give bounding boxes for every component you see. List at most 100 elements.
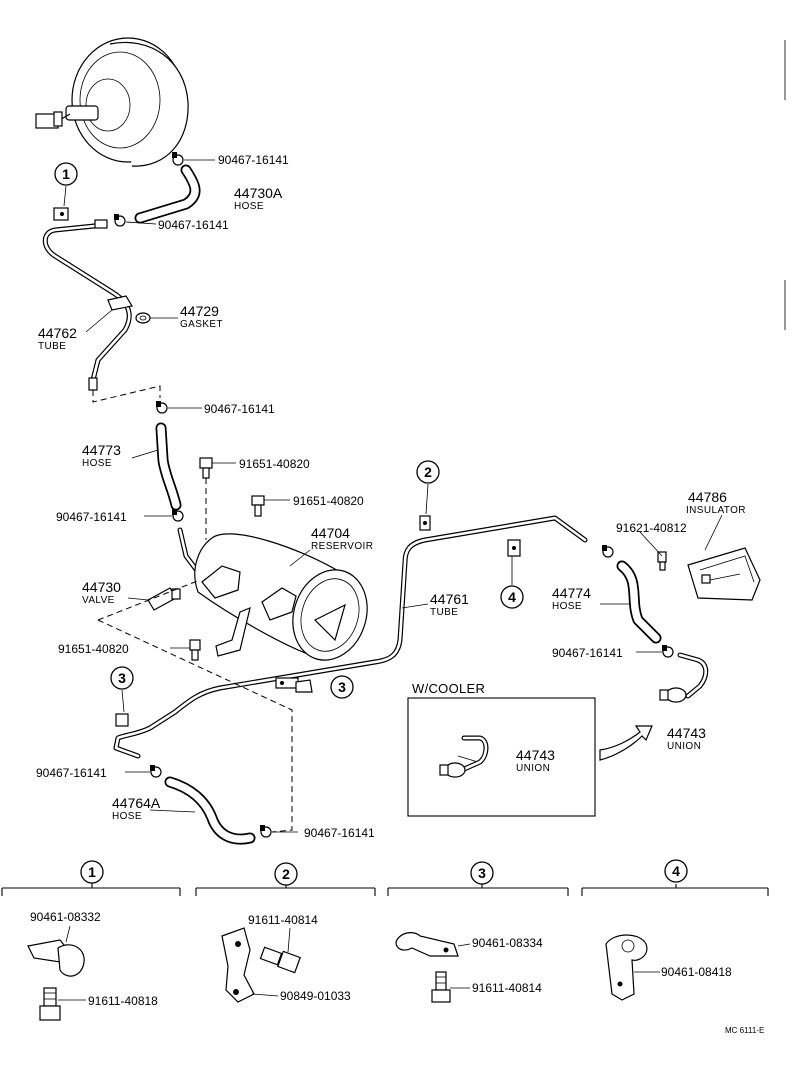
- hose-44773: [155, 422, 182, 511]
- svg-text:1: 1: [62, 166, 70, 182]
- cooler-union-no: 44743: [516, 747, 555, 763]
- detail-4-clamp: [605, 934, 660, 1001]
- clip-icon: [419, 515, 431, 531]
- reservoir-tank: [194, 533, 368, 661]
- label-clamp: 90467-16141: [304, 826, 375, 840]
- detail-3-part-a: 90461-08334: [472, 936, 543, 950]
- tube-clip-icon: [107, 295, 133, 311]
- clamp-icon: [156, 401, 168, 414]
- label-bolt: 91651-40820: [293, 494, 364, 508]
- label-reservoir-name: RESERVOIR: [311, 541, 373, 552]
- bolt-icon: [189, 639, 201, 661]
- dashed-lines: [92, 385, 293, 833]
- detail-3-part-b: 91611-40814: [472, 981, 542, 995]
- clip-icon: [507, 539, 521, 557]
- callout-3: 3: [110, 666, 134, 690]
- label-clamp: 90467-16141: [56, 510, 127, 524]
- svg-text:2: 2: [282, 866, 290, 882]
- label-clamp: 90467-16141: [36, 766, 107, 780]
- label-valve-name: VALVE: [82, 595, 115, 606]
- detail-2-bolt: [259, 927, 301, 974]
- clamp-icon: [172, 509, 184, 522]
- brake-booster: [35, 37, 189, 167]
- detail-1-clamp: [27, 925, 85, 977]
- label-union-no: 44743: [667, 725, 706, 741]
- label-insulator-no: 44786: [688, 489, 727, 505]
- svg-text:3: 3: [338, 679, 346, 695]
- label-clamp: 90467-16141: [552, 646, 623, 660]
- union-icon: [659, 687, 687, 703]
- detail-1-part-b: 91611-40818: [88, 994, 158, 1008]
- label-gasket-no: 44729: [180, 303, 219, 319]
- detail-index-4: 4: [664, 859, 688, 883]
- label-hose-44773-name: HOSE: [82, 458, 112, 469]
- pointer-arrow: [295, 679, 313, 693]
- callout-1: 1: [54, 162, 78, 186]
- detail-3-bolt: [431, 971, 470, 1003]
- arrow-icon: [599, 725, 653, 761]
- tube-to-valve: [177, 527, 201, 575]
- label-tube-44762-no: 44762: [38, 325, 77, 341]
- hose-44764A: [164, 776, 256, 845]
- svg-text:3: 3: [478, 865, 486, 881]
- detail-index-3: 3: [470, 861, 494, 885]
- detail-2-part-a: 91611-40814: [248, 913, 318, 927]
- hose-44774: [616, 560, 662, 644]
- leader-lines: [63, 159, 723, 833]
- label-hose-44774-name: HOSE: [552, 601, 582, 612]
- callout-3: 3: [330, 675, 354, 699]
- label-tube-44762-name: TUBE: [38, 341, 66, 352]
- tube-to-union: [677, 652, 709, 699]
- clamp-icon: [150, 765, 162, 778]
- label-hose-44764A-no: 44764A: [112, 795, 161, 811]
- valve-icon: [147, 587, 181, 611]
- cooler-union-name: UNION: [516, 763, 550, 774]
- label-bolt: 91621-40812: [616, 521, 687, 535]
- label-clamp: 90467-16141: [218, 153, 289, 167]
- label-reservoir-no: 44704: [311, 525, 350, 541]
- label-bolt: 91651-40820: [239, 457, 310, 471]
- diagram-code: MC 6111-E: [725, 1026, 764, 1035]
- detail-index-2: 2: [274, 862, 298, 886]
- label-hose-44774-no: 44774: [552, 585, 591, 601]
- clip-icon: [115, 713, 129, 727]
- callout-4: 4: [500, 585, 524, 609]
- bolt-icon: [251, 495, 265, 517]
- label-clamp: 90467-16141: [158, 218, 229, 232]
- detail-2-bracket: [221, 927, 279, 1003]
- label-hose-44764A-name: HOSE: [112, 811, 142, 822]
- detail-header: [1, 882, 769, 896]
- cooler-inset: W/COOLER 44743 UNION: [407, 681, 596, 817]
- detail-4-part-a: 90461-08418: [661, 965, 732, 979]
- clamp-icon: [172, 152, 184, 166]
- tube-44762: [42, 219, 132, 391]
- tube-44761: [113, 515, 588, 759]
- detail-3-clamp: [395, 932, 471, 957]
- label-bolt: 91651-40820: [58, 642, 129, 656]
- label-insulator-name: INSULATOR: [686, 505, 746, 516]
- svg-text:1: 1: [88, 864, 96, 880]
- detail-2-part-b: 90849-01033: [280, 989, 351, 1003]
- clip-icon: [275, 677, 299, 689]
- detail-index-1: 1: [80, 860, 104, 884]
- hose-44730A: [134, 164, 201, 224]
- label-valve-no: 44730: [82, 579, 121, 595]
- detail-1-bolt: [39, 987, 86, 1021]
- insulator-part: [687, 547, 761, 601]
- clip-icon: [53, 207, 69, 221]
- detail-1-part-a: 90461-08332: [30, 910, 101, 924]
- clamp-icon: [602, 545, 614, 558]
- label-hose-44730A-name: HOSE: [234, 201, 264, 212]
- label-hose-44773-no: 44773: [82, 442, 121, 458]
- svg-text:3: 3: [118, 670, 126, 686]
- label-tube-44761-no: 44761: [430, 591, 469, 607]
- label-hose-44730A-no: 44730A: [234, 185, 283, 201]
- bolt-icon: [199, 457, 213, 479]
- cooler-title: W/COOLER: [412, 681, 485, 696]
- svg-text:4: 4: [508, 589, 516, 605]
- callout-2: 2: [416, 460, 440, 484]
- bolt-icon: [657, 551, 667, 571]
- clamp-icon: [114, 214, 126, 227]
- clamp-icon: [260, 825, 272, 838]
